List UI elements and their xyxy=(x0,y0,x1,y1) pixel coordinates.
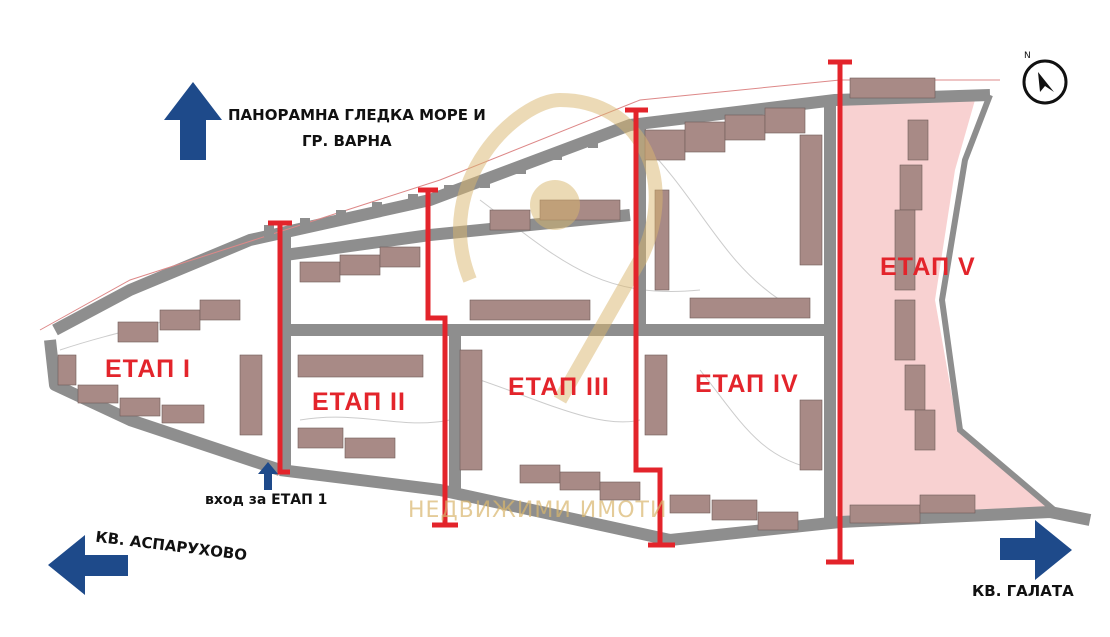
stage-2-label: ЕТАП II xyxy=(312,388,406,416)
arrow-left-icon xyxy=(48,535,128,595)
entrance-arrow-icon xyxy=(258,462,278,490)
parking-strip xyxy=(264,136,598,237)
watermark-logo xyxy=(452,92,663,404)
stage-1-label: ЕТАП I xyxy=(105,355,191,383)
galata-label: КВ. ГАЛАТА xyxy=(972,582,1074,600)
panorama-label-2: ГР. ВАРНА xyxy=(302,132,392,150)
east-road xyxy=(938,93,1062,518)
stage-5-area xyxy=(842,100,1060,520)
stage-5-label: ЕТАП V xyxy=(880,253,976,281)
watermark-text: НЕДВИЖИМИ ИМОТИ xyxy=(408,498,668,523)
panorama-label: ПАНОРАМНА ГЛЕДКА МОРЕ И xyxy=(228,106,486,124)
svg-text:N: N xyxy=(1024,51,1031,61)
stage-4-label: ЕТАП IV xyxy=(695,370,799,398)
compass-icon: N xyxy=(1022,51,1068,105)
stage-boundaries xyxy=(268,59,854,565)
stage-3-label: ЕТАП III xyxy=(508,373,610,401)
arrow-right-icon xyxy=(1000,520,1072,580)
arrow-up-icon xyxy=(164,82,222,160)
inner-roads xyxy=(279,100,836,525)
entrance-label: вход за ЕТАП 1 xyxy=(205,492,328,508)
buildings xyxy=(57,77,976,531)
